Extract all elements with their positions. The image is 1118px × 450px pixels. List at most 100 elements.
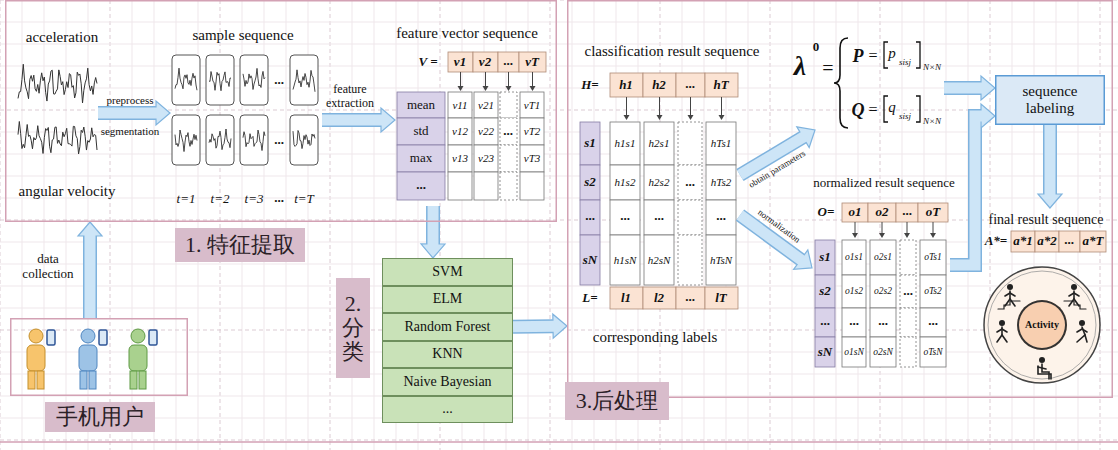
final-result-grid: [1011, 231, 1106, 252]
sample-signal: [243, 130, 265, 150]
value-cell: [448, 145, 472, 172]
arrow-label: feature extraction: [321, 83, 379, 111]
ellipsis: ...: [274, 73, 284, 88]
grid-line: [0, 22, 1118, 23]
time-label: t=3: [245, 192, 264, 207]
connector-fill: [513, 321, 555, 333]
formula-superscript: 0: [813, 40, 820, 55]
label-cell: [676, 287, 705, 309]
matrix-bracket: [916, 96, 920, 122]
symbol-label: sN: [583, 253, 597, 268]
formula-symbol: =: [868, 101, 877, 119]
activity-circle: Activity: [1017, 300, 1067, 350]
normalized-table-grid: [815, 203, 948, 367]
ellipsis: ...: [716, 209, 726, 224]
pointer-line: [721, 97, 722, 116]
sample-signal: [243, 68, 265, 89]
score-cell: [706, 200, 736, 235]
prob-cell: [900, 337, 916, 367]
block-arrow: [513, 314, 567, 338]
pointer-line: [855, 222, 856, 234]
grid-line: [0, 44, 1118, 45]
angular-velocity-signal: [18, 121, 97, 154]
sample-window: [172, 55, 200, 105]
figure-limbs: [1077, 335, 1087, 342]
table-cell: o1s1: [845, 252, 863, 263]
table-cell: h2s1: [649, 137, 670, 150]
classifier-box: Random Forest: [382, 313, 513, 341]
prob-cell: [920, 308, 946, 337]
pointer-head: [458, 86, 464, 91]
formula-symbol: q: [888, 99, 896, 116]
connector-fill: [84, 234, 95, 318]
block-arrow: [1038, 125, 1062, 208]
figure-limbs: [997, 329, 1007, 332]
symbol-label: v1: [454, 55, 466, 70]
classification-table: classification result sequence: [578, 72, 740, 310]
ellipsis: ...: [503, 54, 513, 69]
ellipsis: ...: [274, 191, 284, 206]
person-leg: [80, 371, 87, 389]
pointer-line: [626, 97, 627, 116]
grid-line: [814, 0, 815, 450]
grid-line: [0, 154, 1118, 155]
score-cell: [678, 200, 702, 235]
table-cell: hTs2: [711, 176, 731, 189]
pointer-head: [930, 233, 936, 238]
classifier-box: KNN: [382, 341, 513, 369]
symbol-label: sN: [818, 345, 832, 360]
symbol-label: s2: [819, 284, 831, 299]
symbol-label: o2: [876, 205, 889, 220]
table-cell: vT2: [524, 125, 541, 138]
ellipsis: ...: [685, 290, 695, 305]
classifier-box: ...: [382, 396, 513, 424]
classifier-name: SVM: [384, 264, 511, 280]
person-leg: [37, 371, 44, 389]
figure-head: [999, 320, 1005, 326]
pointer-head: [530, 86, 536, 91]
row-header: max: [410, 151, 432, 166]
ellipsis: ...: [274, 133, 284, 148]
formula-subscript: sisj: [899, 111, 911, 121]
formula-symbol: =: [868, 47, 877, 65]
stage-heading: 1. 特征提取: [175, 228, 305, 262]
table-cell: hTs1: [711, 137, 731, 150]
label-cell: [610, 287, 643, 309]
stairs: [998, 301, 1020, 309]
header-cell: [676, 73, 705, 97]
activity-ring: [984, 267, 1100, 383]
score-cell: [678, 165, 702, 200]
label-cell: [705, 287, 738, 309]
matrix-bracket: [884, 42, 888, 68]
value-cell: [500, 118, 517, 145]
stage-tag: 2. 分类: [336, 278, 370, 378]
table-heading: classification result sequence: [585, 43, 760, 60]
score-cell: [678, 122, 702, 165]
figure-head: [1039, 357, 1045, 363]
grid-line: [0, 396, 1118, 397]
feature-name-cell: [397, 118, 445, 145]
symbol-label: O=: [818, 205, 835, 220]
pointer-line: [907, 222, 908, 234]
grid-line: [0, 220, 1118, 221]
sample-signal: [209, 72, 231, 91]
formula-subscript: N×N: [923, 62, 941, 72]
symbol-label: h2: [652, 78, 666, 93]
value-cell: [500, 145, 517, 172]
connector-fill: [944, 83, 983, 94]
table-heading: normalized result sequence: [813, 176, 955, 191]
result-cell: [1080, 231, 1106, 252]
sample-signal: [293, 130, 315, 148]
stage-heading: 3.后处理: [565, 382, 669, 420]
block-arrow: [944, 76, 995, 100]
prob-cell: [920, 240, 946, 275]
value-cell: [500, 92, 517, 118]
block-arrow: [78, 222, 102, 318]
header-cell: [868, 203, 896, 222]
grid-line: [946, 0, 947, 450]
grid-line: [0, 308, 1118, 309]
ellipsis: ...: [416, 178, 426, 193]
header-cell: [448, 52, 473, 72]
ellipsis: ...: [1064, 233, 1074, 248]
